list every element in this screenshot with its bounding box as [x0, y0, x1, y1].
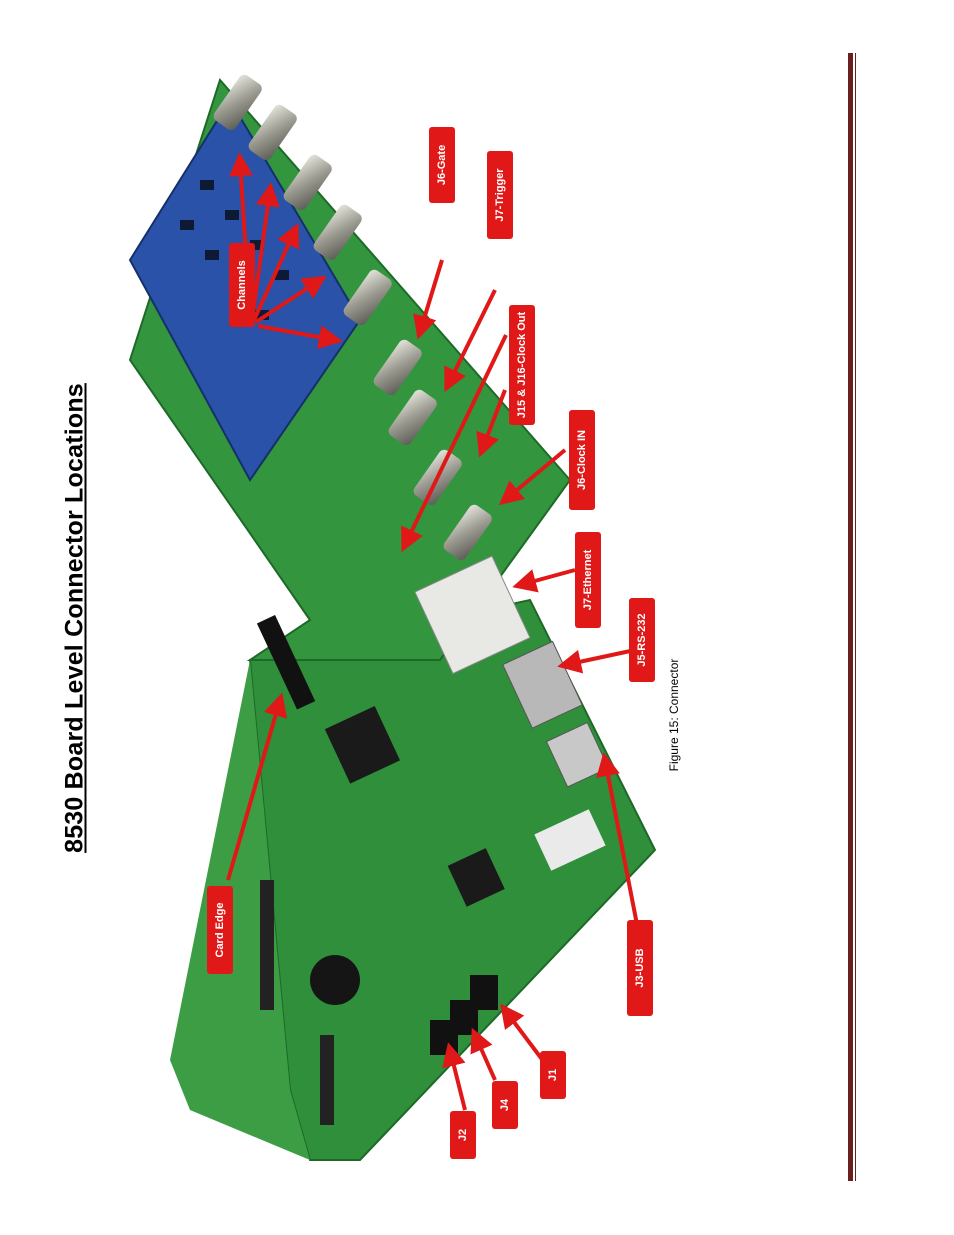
page-border-thin [855, 53, 856, 1181]
callout-j7-ethernet: J7-Ethernet [575, 532, 601, 628]
callout-j2: J2 [450, 1111, 476, 1159]
usb-connector [545, 721, 610, 788]
svg-text:Card Edge: Card Edge [214, 902, 226, 957]
figure-caption: Figure 15: Connector [667, 658, 681, 772]
callout-j15-j16: J15 & J16-Clock Out [509, 305, 535, 425]
callout-channels: Channels [229, 243, 255, 327]
svg-text:J6-Gate: J6-Gate [436, 145, 448, 185]
page-title: 8530 Board Level Connector Locations [60, 383, 89, 853]
svg-text:J1: J1 [547, 1069, 559, 1081]
callout-j4: J4 [492, 1081, 518, 1129]
callout-arrows [226, 152, 642, 1111]
ethernet-jack [414, 555, 531, 675]
callout-card-edge: Card Edge [207, 886, 233, 974]
svg-text:Channels: Channels [236, 260, 248, 310]
page-border-thick [848, 53, 853, 1181]
main-board [170, 598, 657, 1161]
callout-j1: J1 [540, 1051, 566, 1099]
callout-j3-usb: J3-USB [627, 920, 653, 1016]
board-photo: Channels J6-Gate J7-Trigger J15 & J16-Cl… [110, 60, 660, 1170]
callout-j6-gate: J6-Gate [429, 127, 455, 203]
svg-text:J5-RS-232: J5-RS-232 [636, 613, 648, 666]
svg-text:J7-Trigger: J7-Trigger [494, 168, 506, 222]
svg-text:J4: J4 [499, 1098, 511, 1111]
figure-caption-container: Figure 15: Connector [667, 640, 681, 790]
svg-text:J3-USB: J3-USB [634, 948, 646, 987]
svg-text:J2: J2 [457, 1129, 469, 1141]
svg-text:J7-Ethernet: J7-Ethernet [582, 549, 594, 610]
svg-text:J15 & J16-Clock Out: J15 & J16-Clock Out [516, 311, 528, 418]
svg-text:J6-Clock IN: J6-Clock IN [576, 430, 588, 490]
page-title-container: 8530 Board Level Connector Locations [60, 378, 90, 858]
callout-j5-rs232: J5-RS-232 [629, 598, 655, 682]
callout-j6-clock-in: J6-Clock IN [569, 410, 595, 510]
callout-j7-trigger: J7-Trigger [487, 151, 513, 239]
